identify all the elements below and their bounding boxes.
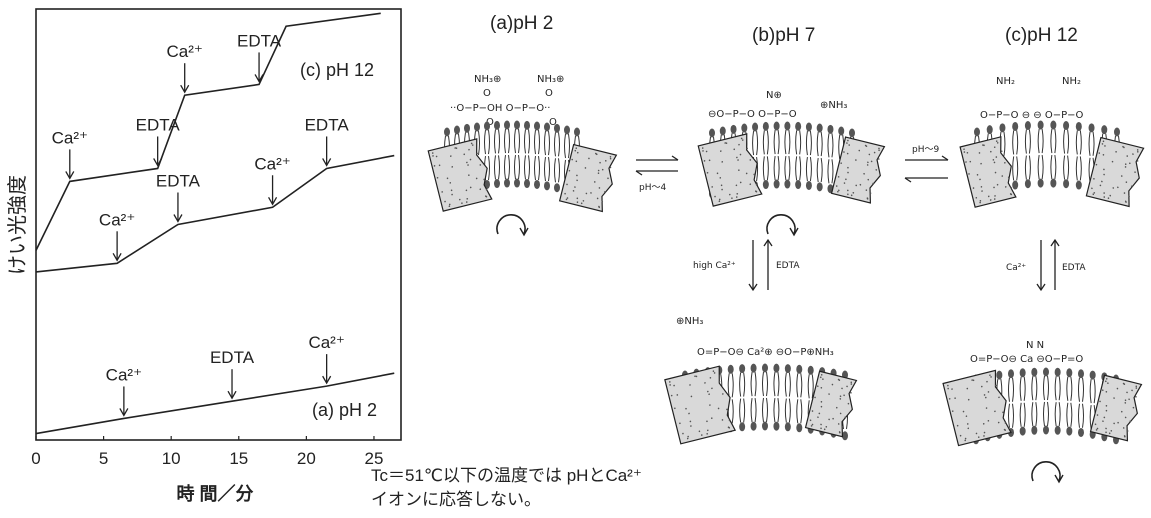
x-axis-label: 時 間／分 — [176, 484, 253, 504]
x-tick-label: 5 — [99, 449, 108, 468]
protein-block — [697, 133, 763, 207]
annotation-label: EDTA — [156, 172, 201, 191]
protein-block — [664, 365, 737, 445]
chem-c-nh2-2: NH₂ — [1062, 76, 1081, 87]
protein-block — [804, 370, 858, 438]
protein-block — [959, 136, 1017, 208]
chem-a-chain: ··O−P−OH O−P−O·· — [450, 103, 550, 114]
protein-block — [1089, 374, 1143, 442]
chem-a-o-1: O — [483, 88, 491, 99]
annotation-arrowhead — [112, 252, 122, 262]
annotation-label: EDTA — [237, 31, 282, 50]
annotation-arrowhead — [268, 196, 278, 206]
protein-block — [1085, 136, 1145, 208]
lipid-bilayer — [444, 120, 580, 198]
chem-c-nh2-1: NH₂ — [996, 76, 1015, 87]
membrane-drawings — [427, 120, 1145, 484]
annotation-label: Ca²⁺ — [254, 154, 290, 173]
vertical-arrow-c — [1036, 238, 1060, 292]
arrow-label-ph9: pH～9 — [912, 145, 939, 155]
membrane-diagram: (a)pH 2 (b)pH 7 (c)pH 12 NH₃⊕ NH₃⊕ O O ·… — [427, 13, 1145, 484]
chem-b-chain: ⊖O−P−O O−P−O — [708, 109, 797, 120]
panel-title-b: (b)pH 7 — [752, 25, 815, 46]
chem-a-o-3: O — [486, 117, 494, 128]
series-label-a: (a) pH 2 — [312, 400, 377, 420]
chem-a-nh3-2: NH₃⊕ — [537, 74, 564, 85]
protein-block — [558, 143, 618, 213]
chem-a-o-4: O — [549, 117, 557, 128]
arrow-label-edta-c: EDTA — [1062, 263, 1086, 273]
caption-line-1: Tc＝51℃以下の温度では pHとCa²⁺ — [371, 466, 642, 485]
annotation-arrowhead — [119, 408, 129, 417]
chem-c-chain: O−P−O ⊖ ⊖ O−P−O — [980, 110, 1083, 121]
annotation-arrowhead — [65, 171, 75, 180]
arrow-label-edta-b: EDTA — [776, 261, 800, 271]
x-tick-label: 15 — [229, 449, 248, 468]
series-line — [35, 154, 395, 273]
annotation-arrowhead — [180, 84, 190, 94]
y-axis-label: けい光強度 — [6, 175, 29, 275]
equilibrium-arrow-bc — [904, 155, 949, 183]
chem-b-n: N⊕ — [766, 90, 782, 101]
annotation-label: Ca²⁺ — [308, 333, 344, 352]
chem-a-o-2: O — [545, 88, 553, 99]
rotation-arrow — [496, 214, 526, 235]
chem-cd-n: N N — [1026, 340, 1044, 351]
annotation-arrowhead — [173, 214, 183, 223]
annotation-label: Ca²⁺ — [167, 42, 203, 61]
arrow-label-ph4: pH～4 — [639, 183, 666, 193]
annotation-arrowhead — [254, 74, 264, 83]
equilibrium-arrow-ab — [635, 155, 679, 176]
plot-frame — [35, 8, 402, 441]
rotation-arrow — [766, 214, 796, 235]
series-line — [35, 12, 381, 251]
panel-title-c: (c)pH 12 — [1005, 25, 1078, 46]
protein-block — [427, 138, 493, 212]
series-line — [35, 372, 395, 435]
annotation-label: EDTA — [136, 115, 181, 134]
annotation-label: EDTA — [210, 348, 255, 367]
x-tick-label: 20 — [297, 449, 316, 468]
x-tick-label: 0 — [31, 449, 40, 468]
chem-cd-chain: O=P−O⊖ Ca ⊖O−P=O — [970, 354, 1083, 365]
annotation-label: Ca²⁺ — [52, 128, 88, 147]
annotation-label: Ca²⁺ — [106, 365, 142, 384]
annotation-label: Ca²⁺ — [99, 210, 135, 229]
x-tick-label: 10 — [162, 449, 181, 468]
chem-a-nh3-1: NH₃⊕ — [474, 74, 501, 85]
caption-line-2: イオンに応答しない。 — [371, 490, 541, 509]
chem-b-nh3: ⊕NH₃ — [820, 100, 847, 111]
annotation-arrowhead — [227, 390, 237, 400]
series-layer: Ca²⁺ EDTA Ca²⁺ Ca²⁺ EDTA Ca²⁺ EDTA Ca²⁺ EDTA Ca²⁺… — [35, 12, 395, 435]
annotation-arrowhead — [322, 375, 332, 385]
protein-block — [942, 369, 1012, 447]
protein-block — [830, 136, 886, 204]
panel-title-a: (a)pH 2 — [490, 13, 553, 34]
arrow-label-ca: Ca²⁺ — [1006, 263, 1026, 273]
chem-bd-nh3: ⊕NH₃ — [676, 316, 703, 327]
annotation-arrowhead — [153, 158, 163, 167]
x-tick-label: 25 — [365, 449, 384, 468]
series-label-c: (c) pH 12 — [300, 60, 374, 80]
annotation-arrowhead — [322, 158, 332, 167]
annotation-label: EDTA — [305, 115, 350, 134]
chem-bd-chain: O=P−O⊖ Ca²⊕ ⊖O−P⊕NH₃ — [697, 347, 834, 358]
vertical-arrow-b — [748, 238, 773, 292]
x-tick-labels: 0 5 10 15 20 25 — [31, 436, 383, 468]
fluorescence-chart: けい光強度 時 間／分 0 5 10 15 20 25 Ca²⁺ EDTA Ca²⁺ Ca²⁺ E… — [6, 8, 402, 504]
arrow-label-high-ca: high Ca²⁺ — [693, 261, 736, 271]
rotation-arrow — [1031, 461, 1061, 482]
